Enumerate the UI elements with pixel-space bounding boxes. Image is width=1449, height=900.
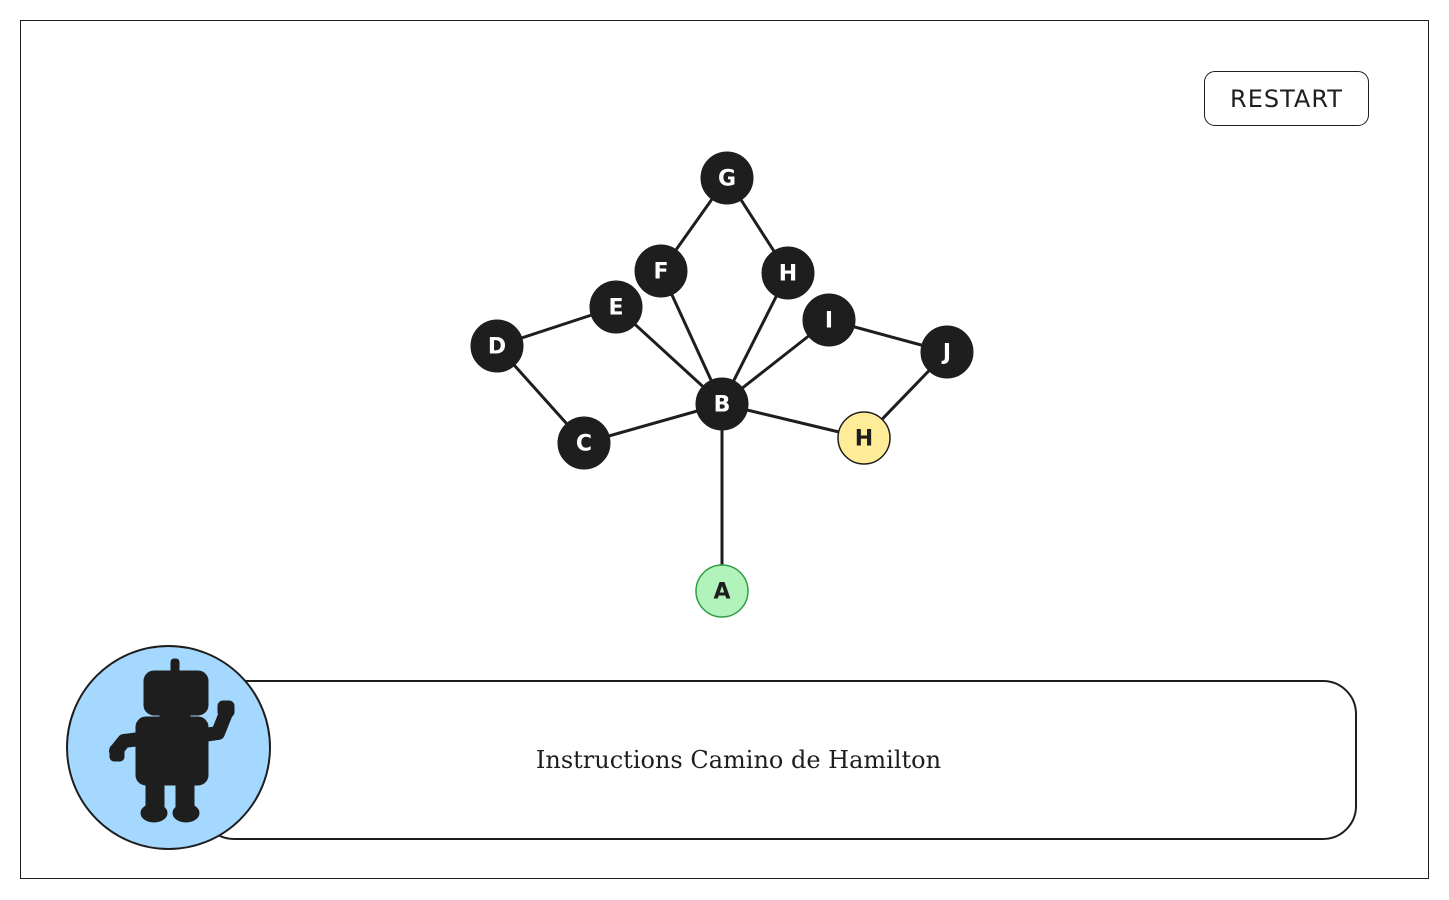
node-label: I bbox=[825, 309, 833, 334]
node-label: H bbox=[779, 262, 797, 287]
node-G[interactable]: G bbox=[700, 151, 754, 205]
node-label: A bbox=[713, 580, 730, 605]
node-circle[interactable] bbox=[761, 246, 815, 300]
node-D[interactable]: D bbox=[470, 319, 524, 373]
node-circle[interactable] bbox=[695, 377, 749, 431]
node-E[interactable]: E bbox=[589, 280, 643, 334]
robot-avatar bbox=[66, 645, 271, 850]
node-circle[interactable] bbox=[695, 564, 749, 618]
node-label: B bbox=[714, 393, 731, 418]
node-H1[interactable]: H bbox=[761, 246, 815, 300]
node-label: G bbox=[718, 167, 736, 192]
node-label: E bbox=[608, 296, 623, 321]
node-label: H bbox=[855, 427, 873, 452]
node-circle[interactable] bbox=[920, 325, 974, 379]
robot-icon bbox=[109, 658, 235, 823]
node-circle[interactable] bbox=[557, 416, 611, 470]
node-circle[interactable] bbox=[700, 151, 754, 205]
node-B[interactable]: B bbox=[695, 377, 749, 431]
node-circle[interactable] bbox=[470, 319, 524, 373]
node-label: C bbox=[576, 432, 592, 457]
node-circle[interactable] bbox=[802, 293, 856, 347]
instructions-panel bbox=[200, 680, 1357, 840]
node-label: F bbox=[653, 260, 668, 285]
instructions-text: Instructions Camino de Hamilton bbox=[535, 746, 942, 774]
node-circle[interactable] bbox=[634, 244, 688, 298]
node-F[interactable]: F bbox=[634, 244, 688, 298]
node-A[interactable]: A bbox=[695, 564, 749, 618]
node-circle[interactable] bbox=[837, 411, 891, 465]
node-label: J bbox=[941, 341, 951, 366]
restart-button[interactable]: RESTART bbox=[1204, 71, 1369, 126]
nodes-layer: G F H E I D J B C H A bbox=[470, 151, 974, 618]
node-C[interactable]: C bbox=[557, 416, 611, 470]
node-H2[interactable]: H bbox=[837, 411, 891, 465]
node-J[interactable]: J bbox=[920, 325, 974, 379]
node-circle[interactable] bbox=[589, 280, 643, 334]
node-I[interactable]: I bbox=[802, 293, 856, 347]
node-label: D bbox=[488, 335, 506, 360]
